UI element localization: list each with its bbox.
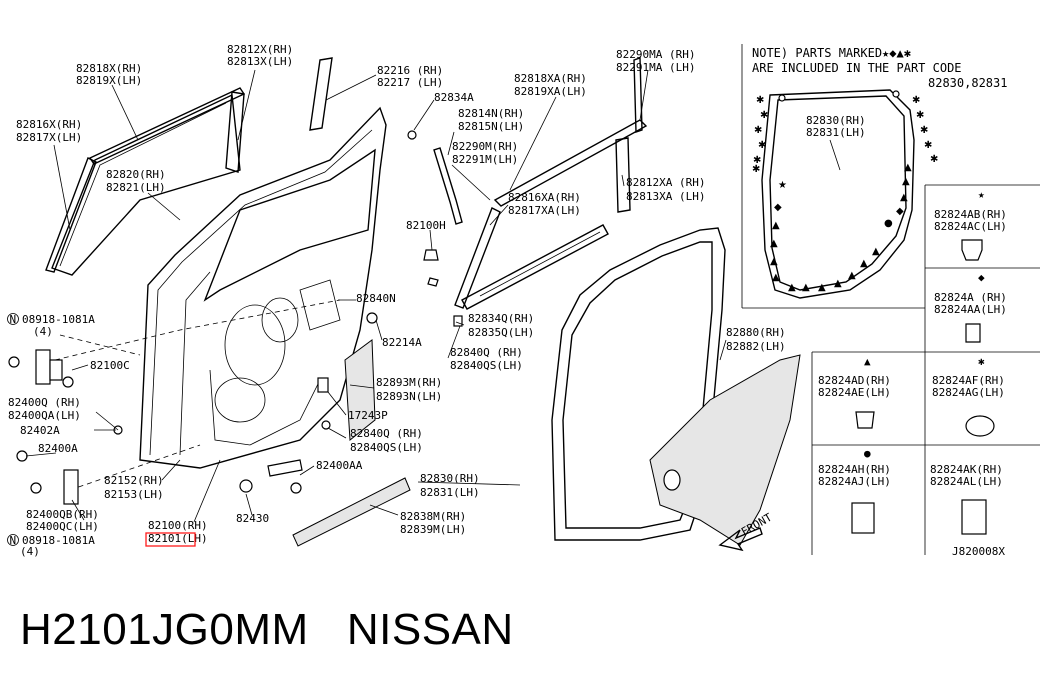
callout-c18: 82880(RH)82882(LH) xyxy=(726,326,786,353)
svg-text:▲: ▲ xyxy=(860,258,868,269)
leader-lines xyxy=(25,69,727,523)
callout-c24: 82840Q (RH)82840QS(LH) xyxy=(350,427,423,454)
seal-clip-markers: ✱✱✱ ✱✱✱ ✱✱✱ ✱✱ ★ ◆▲▲ ▲▲ ▲▲▲ ▲▲▲ ▲●◆ ▲▲▲ xyxy=(752,95,938,293)
svg-text:▲: ▲ xyxy=(818,282,826,293)
callout-c6: 82290MA (RH)82291MA (LH) xyxy=(616,48,695,74)
svg-text:✱: ✱ xyxy=(753,155,761,166)
svg-text:◆: ◆ xyxy=(978,271,985,284)
highlight-82101 xyxy=(145,532,196,547)
svg-text:✱: ✱ xyxy=(978,355,985,368)
callout-c17: 82840Q (RH)82840QS(LH) xyxy=(450,346,523,372)
callout-c13: 82100H xyxy=(406,219,446,232)
svg-text:◆: ◆ xyxy=(896,206,904,217)
callout-c4: 82834A xyxy=(434,91,474,104)
svg-text:✱: ✱ xyxy=(924,140,932,151)
callout-c9: 82290M(RH)82291M(LH) xyxy=(452,140,518,166)
svg-text:N: N xyxy=(10,313,17,326)
svg-text:▲: ▲ xyxy=(904,162,912,173)
callout-c33: N 08918-1081A(4) xyxy=(7,313,95,338)
callout-c16: 82214A xyxy=(382,336,422,349)
svg-text:▲: ▲ xyxy=(770,238,778,249)
svg-text:●: ● xyxy=(884,218,893,229)
svg-text:★: ★ xyxy=(978,188,985,201)
svg-text:▲: ▲ xyxy=(864,355,871,368)
note-line1: NOTE) PARTS MARKED★◆▲✱ xyxy=(752,46,911,60)
callout-c8: 82814N(RH)82815N(LH) xyxy=(458,107,524,133)
clip-cell-diamond: ◆ 82824A (RH)82824AA(LH) xyxy=(934,271,1007,343)
callout-c26: 82400AA xyxy=(316,459,363,472)
parts-diagram: 82818X(RH)82819X(LH) 82812X(RH)82813X(LH… xyxy=(7,43,1040,558)
svg-text:82824A (RH)82824AA(LH): 82824A (RH)82824AA(LH) xyxy=(934,291,1007,316)
callout-c20: 82893M(RH)82893N(LH) xyxy=(376,376,442,403)
callout-c31: 82838M(RH)82839M(LH) xyxy=(400,510,466,536)
callout-c21: 82400Q (RH)82400QA(LH) xyxy=(8,396,81,422)
callout-c19: 82100C xyxy=(90,359,130,372)
svg-text:●: ● xyxy=(864,447,871,460)
note-code: 82830,82831 xyxy=(928,76,1007,90)
svg-text:▲: ▲ xyxy=(772,272,780,283)
part-number: H2101JG0MM xyxy=(20,605,309,654)
callout-c23: 82402A xyxy=(20,424,60,437)
svg-text:08918-1081A(4): 08918-1081A(4) xyxy=(22,313,95,338)
brand-name: NISSAN xyxy=(346,605,514,654)
svg-text:✱: ✱ xyxy=(920,125,928,136)
figure-code: J820008X xyxy=(952,545,1005,558)
svg-text:82824AF(RH)82824AG(LH): 82824AF(RH)82824AG(LH) xyxy=(932,374,1005,399)
svg-text:✱: ✱ xyxy=(752,164,760,175)
svg-text:08918-1081A(4): 08918-1081A(4) xyxy=(20,534,95,558)
svg-text:▲: ▲ xyxy=(834,278,842,289)
svg-text:✱: ✱ xyxy=(758,140,766,151)
clip-inset-panel: NOTE) PARTS MARKED★◆▲✱ ARE INCLUDED IN T… xyxy=(741,44,1040,555)
svg-text:✱: ✱ xyxy=(760,110,768,121)
callout-c5: 82818XA(RH)82819XA(LH) xyxy=(514,72,587,98)
inset-label: 82830(RH)82831(LH) xyxy=(806,114,866,139)
svg-text:82824AD(RH)82824AE(LH): 82824AD(RH)82824AE(LH) xyxy=(818,374,891,399)
svg-text:82824AB(RH)82824AC(LH): 82824AB(RH)82824AC(LH) xyxy=(934,208,1007,233)
callout-c2: 82812X(RH)82813X(LH) xyxy=(227,43,293,68)
part-caption: H2101JG0MM NISSAN xyxy=(20,600,514,660)
note-line2: ARE INCLUDED IN THE PART CODE xyxy=(752,61,962,75)
door-parts-artwork xyxy=(8,57,801,552)
callout-c30: 82430 xyxy=(236,512,269,525)
svg-text:✱: ✱ xyxy=(916,110,924,121)
svg-text:✱: ✱ xyxy=(756,95,764,106)
svg-text:✱: ✱ xyxy=(754,125,762,136)
callout-c28: 82830(RH)82831(LH) xyxy=(420,472,480,499)
callout-c1: 82818X(RH)82819X(LH) xyxy=(76,62,142,87)
svg-text:▲: ▲ xyxy=(772,220,780,231)
callout-c25: 82400A xyxy=(38,442,78,455)
clip-cell-asterisk: ✱ 82824AF(RH)82824AG(LH) xyxy=(932,355,1005,437)
svg-text:N: N xyxy=(10,534,17,547)
svg-text:▲: ▲ xyxy=(900,192,908,203)
svg-text:✱: ✱ xyxy=(912,95,920,106)
svg-text:82824AH(RH)82824AJ(LH): 82824AH(RH)82824AJ(LH) xyxy=(818,463,891,488)
svg-text:▲: ▲ xyxy=(902,176,910,187)
callout-c12: 82812XA (RH)82813XA (LH) xyxy=(626,176,705,203)
callout-c34: N 08918-1081A(4) xyxy=(7,534,95,558)
callout-c29: 82400QB(RH)82400QC(LH) xyxy=(26,508,99,533)
callout-c15: 82834Q(RH)82835Q(LH) xyxy=(468,312,534,339)
callout-c14: 82840N xyxy=(356,292,396,305)
callout-c32: 82100(RH)82101(LH) xyxy=(148,519,208,545)
callout-labels: 82818X(RH)82819X(LH) 82812X(RH)82813X(LH… xyxy=(7,43,786,558)
svg-text:▲: ▲ xyxy=(872,246,880,257)
callout-c7: 82816X(RH)82817X(LH) xyxy=(16,118,82,144)
callout-c10: 82820(RH)82821(LH) xyxy=(106,168,166,194)
svg-text:▲: ▲ xyxy=(802,282,810,293)
svg-text:▲: ▲ xyxy=(848,270,856,281)
clip-cell-dot: ● 82824AH(RH)82824AJ(LH) xyxy=(818,447,891,534)
svg-text:▲: ▲ xyxy=(788,282,796,293)
clip-cell-star: ★ 82824AB(RH)82824AC(LH) xyxy=(934,188,1007,261)
svg-text:82824AK(RH)82824AL(LH): 82824AK(RH)82824AL(LH) xyxy=(930,463,1003,488)
svg-text:◆: ◆ xyxy=(774,202,782,213)
callout-c22: 17243P xyxy=(348,409,388,422)
svg-text:★: ★ xyxy=(778,180,787,191)
clip-cell-triangle: ▲ 82824AD(RH)82824AE(LH) xyxy=(818,355,891,429)
svg-text:✱: ✱ xyxy=(930,154,938,165)
svg-text:▲: ▲ xyxy=(770,256,778,267)
callout-c3: 82216 (RH)82217 (LH) xyxy=(377,64,443,89)
callout-c27: 82152(RH)82153(LH) xyxy=(104,474,164,501)
clip-cell-plain: 82824AK(RH)82824AL(LH) xyxy=(930,463,1003,535)
callout-c11: 82816XA(RH)82817XA(LH) xyxy=(508,191,581,217)
